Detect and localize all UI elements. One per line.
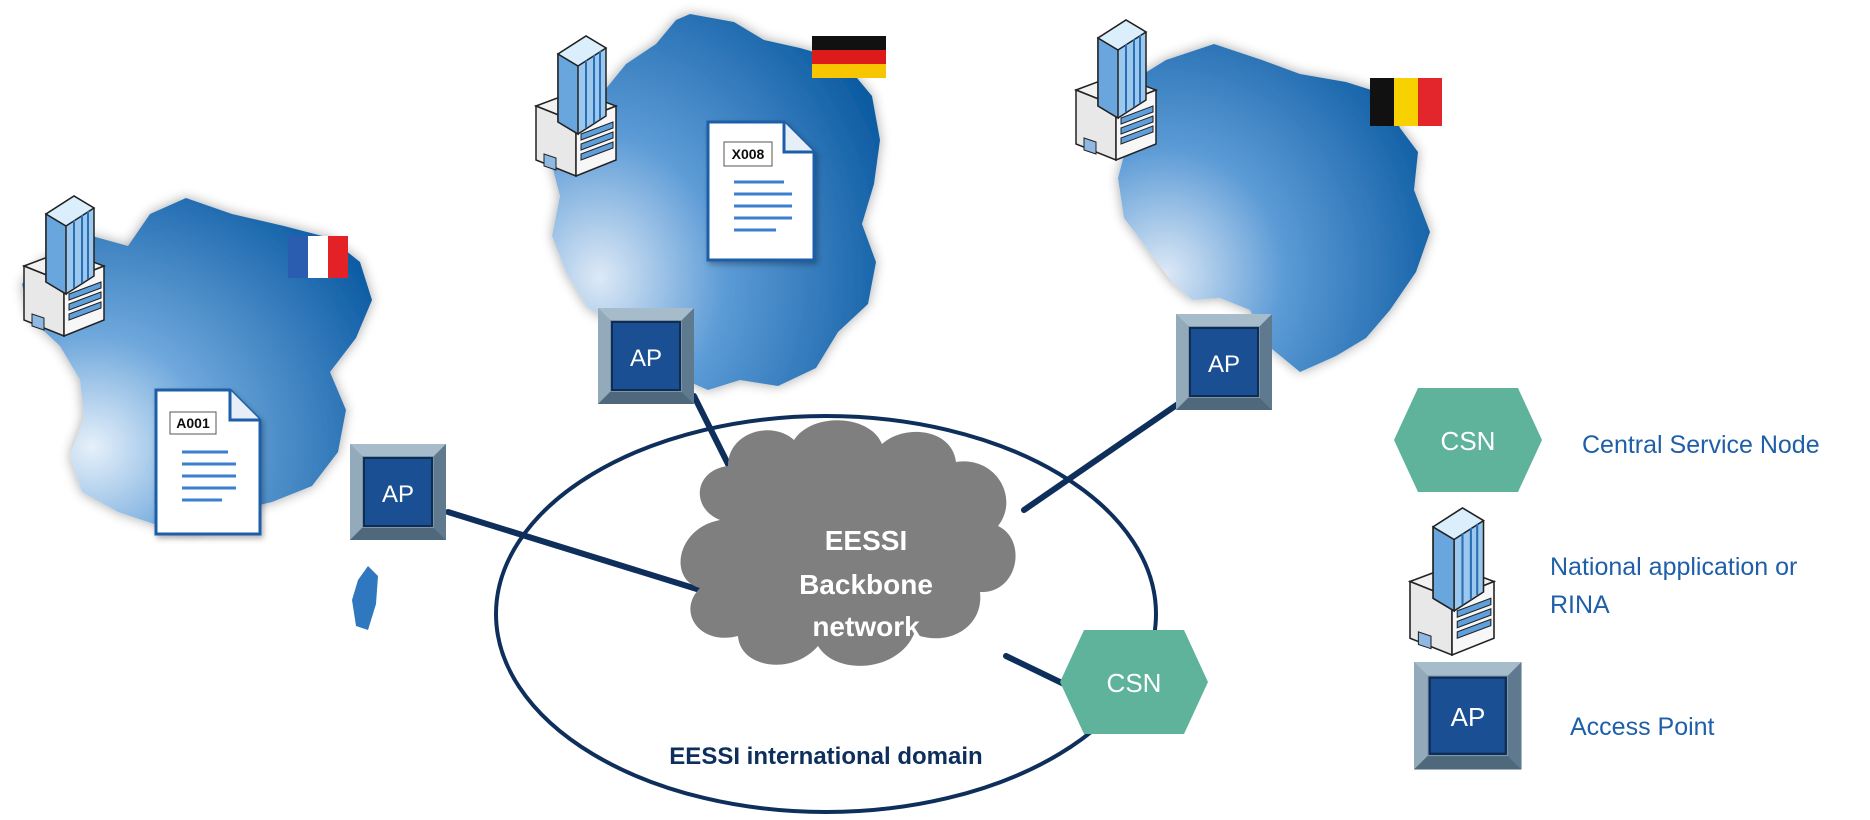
corsica-map <box>352 566 378 630</box>
legend-csn-text: Central Service Node <box>1582 431 1820 459</box>
belgium-building-icon <box>1075 19 1157 161</box>
germany-document-icon: X008 <box>706 120 816 262</box>
domain-csn-label: CSN <box>1107 668 1162 698</box>
france-building-icon <box>23 195 105 337</box>
germany-document-code: X008 <box>732 146 765 162</box>
belgium-ap-label: AP <box>1208 351 1240 378</box>
legend-ap-symbol: AP <box>1412 660 1523 771</box>
legend-ap-symbol-label: AP <box>1451 702 1486 732</box>
backbone-cloud: EESSI Backbone network <box>680 420 1016 666</box>
cloud-label-line-1: EESSI <box>825 525 907 556</box>
belgium-flag <box>1370 78 1442 126</box>
legend-ap-text: Access Point <box>1570 713 1715 741</box>
eessi-domain-ellipse <box>494 414 1158 814</box>
belgium-map <box>1118 44 1430 372</box>
france-document-icon: A001 <box>154 388 262 536</box>
cloud-label-line-2: Backbone <box>799 569 933 600</box>
legend-building-text-line2: RINA <box>1550 591 1610 619</box>
germany-ap-label: AP <box>630 345 662 372</box>
france-access-point[interactable]: AP <box>349 443 447 541</box>
france-document-code: A001 <box>176 415 210 431</box>
germany-building-icon <box>535 35 617 177</box>
legend-csn-symbol: CSN <box>1394 388 1542 492</box>
legend-building-text-line1: National application or <box>1550 553 1798 581</box>
belgium-access-point[interactable]: AP <box>1175 313 1273 411</box>
germany-flag <box>812 36 886 78</box>
france-map <box>22 198 372 530</box>
domain-csn-node[interactable]: CSN <box>1060 630 1208 734</box>
domain-label: EESSI international domain <box>669 743 982 770</box>
legend-csn-symbol-label: CSN <box>1441 426 1496 456</box>
legend-building-icon <box>1408 506 1496 657</box>
germany-access-point[interactable]: AP <box>597 307 695 405</box>
cloud-label-line-3: network <box>812 611 920 642</box>
france-flag <box>288 236 348 278</box>
france-ap-label: AP <box>382 481 414 508</box>
